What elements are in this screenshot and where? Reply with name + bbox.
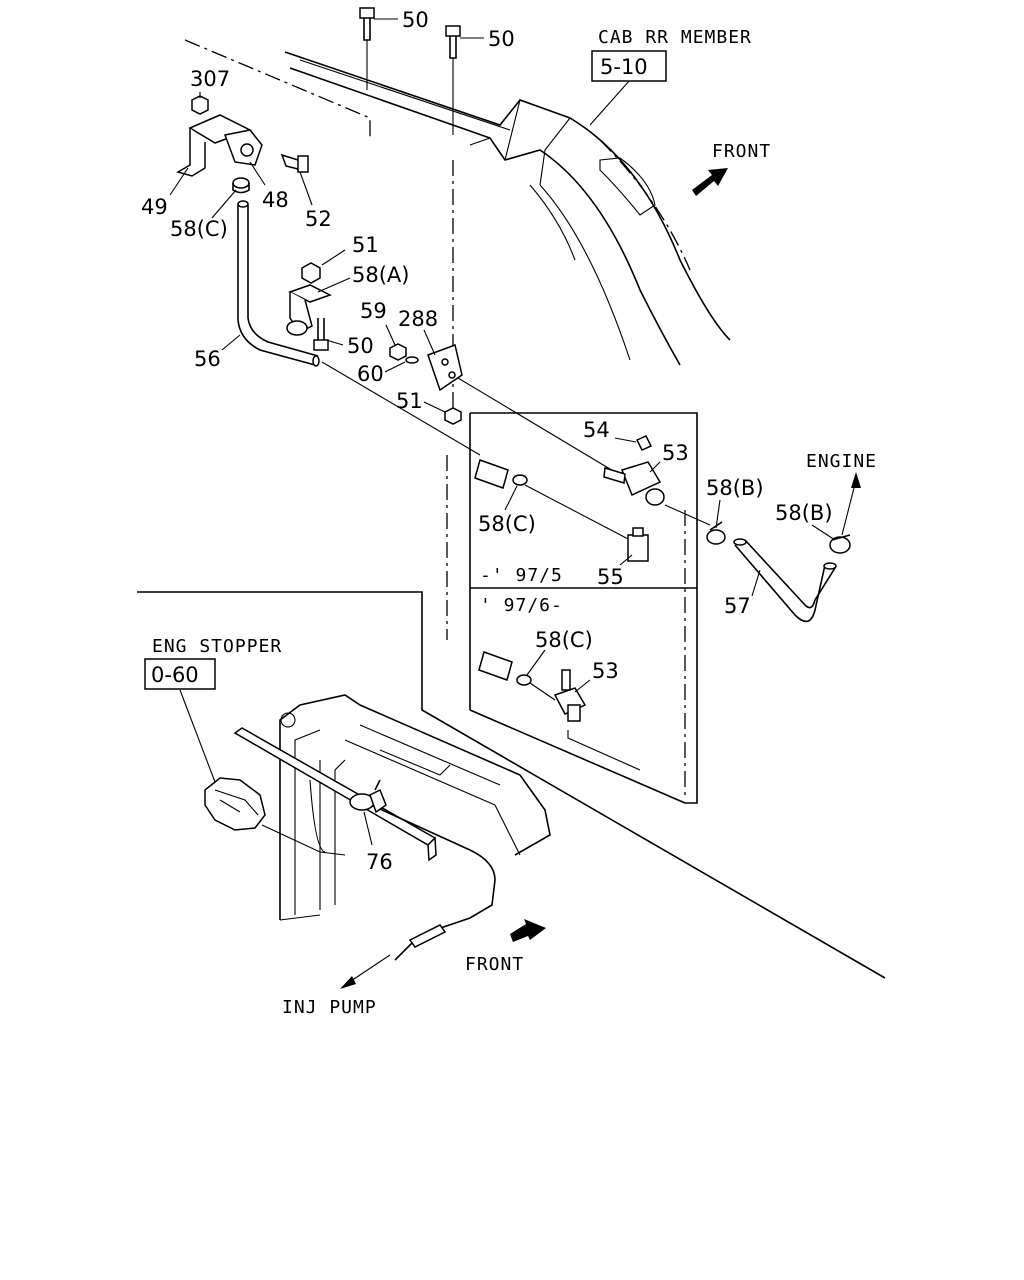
- sensor-48: [223, 129, 263, 166]
- callout-58c-c: 58(C): [535, 628, 593, 652]
- callout-58b-b: 58(B): [775, 501, 833, 525]
- connector-58c-upper-range: [474, 459, 631, 541]
- tee-53-upper: [603, 461, 711, 526]
- callout-51-b: 51: [396, 389, 423, 413]
- callout-59: 59: [360, 299, 387, 323]
- bracket-49: [176, 114, 252, 177]
- callout-50-a: 50: [402, 8, 429, 32]
- callout-50-c: 50: [347, 334, 374, 358]
- callout-58a: 58(A): [352, 263, 409, 287]
- nut-51-lower: [444, 407, 462, 425]
- callout-57: 57: [724, 594, 751, 618]
- bolt-50-mid: [313, 318, 329, 351]
- callout-53-a: 53: [662, 441, 689, 465]
- callout-76: 76: [366, 850, 393, 874]
- valve-55: [627, 527, 649, 562]
- nut-59: [389, 343, 407, 361]
- eng-stopper-unit: [204, 777, 266, 831]
- range-inset-frame: [446, 412, 698, 804]
- clamp-58a: [286, 284, 332, 336]
- hose-56: [237, 200, 481, 456]
- plug-54: [635, 435, 653, 451]
- clamp-58c-top: [232, 177, 250, 194]
- tee-53-lower: [553, 669, 641, 771]
- connector-58c-lower-range: [478, 651, 556, 701]
- callout-49: 49: [141, 195, 168, 219]
- eng-stopper-title: ENG STOPPER: [152, 636, 282, 657]
- callouts: 50 50 307 49 48 52 58(C) 51 58(A) 59 288…: [141, 8, 833, 874]
- washer-60: [405, 356, 419, 364]
- cab-rr-member-code-box: [591, 50, 667, 82]
- front-arrow-bottom: [510, 919, 546, 942]
- chassis-frame-lower: [279, 694, 551, 921]
- callout-58c-a: 58(C): [170, 217, 228, 241]
- cab-rr-member-ref: CAB RR MEMBER 5-10: [591, 27, 752, 82]
- bolt-52: [280, 153, 309, 173]
- callout-55: 55: [597, 565, 624, 589]
- cab-rear-member: [184, 39, 731, 366]
- callout-288: 288: [398, 307, 438, 331]
- section-divider: [137, 591, 886, 979]
- callout-48: 48: [262, 188, 289, 212]
- inj-pump-label: INJ PUMP: [282, 997, 377, 1018]
- front-label-top: FRONT: [712, 141, 771, 162]
- callout-51-a: 51: [352, 233, 379, 257]
- engine-arrow: [841, 472, 861, 536]
- cab-rr-member-code: 5-10: [600, 55, 648, 79]
- bracket-288: [427, 344, 621, 476]
- nut-307: [191, 95, 209, 115]
- callout-56: 56: [194, 347, 221, 371]
- leader-lines: [169, 18, 836, 846]
- eng-stopper-code: 0-60: [151, 663, 199, 687]
- callout-58b-a: 58(B): [706, 476, 764, 500]
- front-label-bottom: FRONT: [465, 954, 524, 975]
- front-arrow-top: [692, 168, 728, 196]
- callout-54: 54: [583, 418, 610, 442]
- callout-307: 307: [190, 67, 230, 91]
- callout-52: 52: [305, 207, 332, 231]
- clamp-58b-right: [829, 534, 851, 554]
- cab-rr-member-title: CAB RR MEMBER: [598, 27, 752, 48]
- engine-label: ENGINE: [806, 451, 877, 472]
- callout-53-b: 53: [592, 659, 619, 683]
- callout-50-b: 50: [488, 27, 515, 51]
- nut-51-upper: [301, 262, 321, 284]
- callout-60: 60: [357, 362, 384, 386]
- range-from-label: ' 97/6-: [480, 595, 563, 616]
- clip-76: [349, 779, 387, 814]
- range-upto-label: -' 97/5: [480, 565, 563, 586]
- eng-stopper-ref: ENG STOPPER 0-60: [144, 636, 282, 690]
- eng-stopper-code-box: [144, 658, 216, 690]
- callout-58c-b: 58(C): [478, 512, 536, 536]
- bolt-50-top-left: [359, 7, 375, 90]
- hose-57: [733, 538, 837, 623]
- cable-76: [261, 779, 496, 989]
